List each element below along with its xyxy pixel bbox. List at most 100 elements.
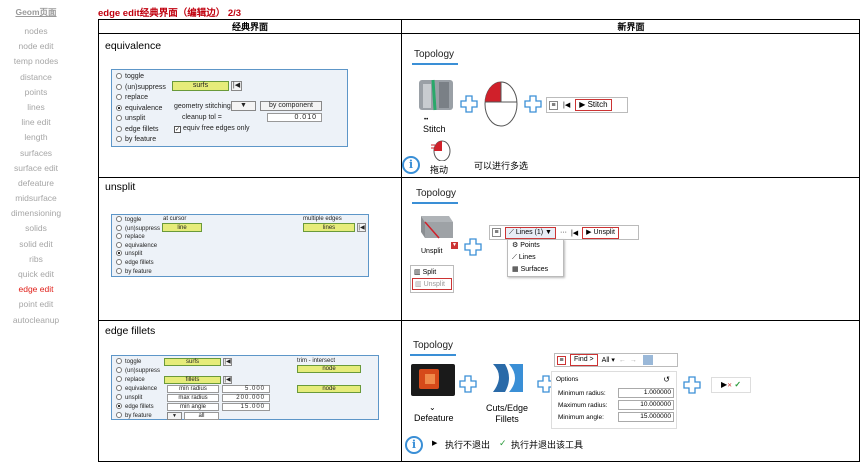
- sidebar-item-temp-nodes[interactable]: temp nodes: [13, 56, 59, 67]
- stitch-icon[interactable]: [417, 76, 457, 116]
- menu-item-surfaces[interactable]: ▦ Surfaces: [512, 266, 549, 273]
- apply-exit-icon[interactable]: ✓: [734, 380, 742, 389]
- forward-arrow-icon[interactable]: →: [629, 356, 637, 364]
- sidebar-item-node-edit[interactable]: node edit: [18, 41, 54, 52]
- radio-edge-fillets[interactable]: edge fillets: [116, 403, 154, 412]
- cuts-edge-fillets-icon[interactable]: [491, 360, 525, 398]
- menu-icon[interactable]: ≡: [549, 100, 558, 110]
- radio-equivalence[interactable]: equivalence: [116, 241, 157, 251]
- fillets-selector[interactable]: fillets: [164, 376, 221, 384]
- sidebar-item-quick-edit[interactable]: quick edit: [18, 269, 54, 279]
- min-angle-field[interactable]: 15.000: [222, 403, 270, 411]
- max-radius-button[interactable]: max radius: [167, 394, 219, 402]
- radio-replace[interactable]: replace: [116, 93, 148, 102]
- sidebar-item-ribs[interactable]: ribs: [29, 253, 43, 264]
- node-selector-2[interactable]: node: [297, 385, 361, 393]
- sidebar-item-surfaces[interactable]: surfaces: [19, 147, 53, 158]
- sidebar-item-point-edit[interactable]: point edit: [18, 299, 54, 310]
- sidebar-item-solid-edit[interactable]: solid edit: [19, 238, 53, 249]
- radio-toggle[interactable]: toggle: [116, 216, 141, 225]
- defeature-icon[interactable]: [411, 364, 455, 396]
- sidebar-title[interactable]: Geom页面: [15, 7, 57, 17]
- surfs-selector[interactable]: surfs: [164, 358, 221, 366]
- radio-equivalence[interactable]: equivalence: [116, 104, 162, 113]
- radio-by-feature[interactable]: by feature: [116, 135, 156, 144]
- sidebar-item-line-edit[interactable]: line edit: [21, 117, 51, 128]
- radio-replace[interactable]: replace: [116, 233, 145, 242]
- sidebar-item-edge-edit[interactable]: edge edit: [18, 284, 54, 295]
- min-angle-input[interactable]: 15.000000: [618, 412, 674, 422]
- by-component-button[interactable]: by component: [260, 101, 322, 111]
- split-item[interactable]: ▥ Split: [414, 269, 437, 276]
- reset-icon[interactable]: |◀: [563, 102, 571, 109]
- sidebar-item-solids[interactable]: solids: [25, 223, 47, 234]
- sidebar-item-nodes[interactable]: nodes: [24, 26, 48, 36]
- radio-replace[interactable]: replace: [116, 376, 145, 385]
- sidebar-item-dimensioning[interactable]: dimensioning: [10, 208, 62, 219]
- sidebar-item-autocleanup[interactable]: autocleanup: [12, 314, 60, 325]
- radio-label: equivalence: [125, 104, 163, 112]
- reset-icon[interactable]: |◀: [223, 358, 232, 366]
- lines-dropdown[interactable]: ⟋ Lines (1) ▼: [505, 226, 556, 239]
- stitching-dropdown[interactable]: ▼: [231, 101, 256, 111]
- max-radius-field[interactable]: 200.000: [222, 394, 270, 402]
- radio-indicator: [116, 233, 122, 240]
- unsplit-button[interactable]: ▶ Unsplit: [582, 226, 619, 239]
- find-button[interactable]: Find >: [570, 354, 598, 366]
- all-button[interactable]: all: [184, 412, 219, 420]
- unsplit-icon[interactable]: [419, 212, 455, 242]
- chevron-down-icon[interactable]: ⌄: [429, 403, 436, 412]
- surfs-selector[interactable]: surfs: [172, 81, 229, 91]
- radio-by-feature[interactable]: by feature: [116, 412, 152, 421]
- menu-icon[interactable]: ≡: [557, 355, 566, 365]
- min-radius-button[interactable]: min radius: [167, 385, 219, 393]
- radio-unsplit[interactable]: unsplit: [116, 394, 142, 403]
- stitch-button[interactable]: ▶ Stitch: [575, 99, 612, 111]
- radio-edge-fillets[interactable]: edge fillets: [116, 125, 158, 134]
- apply-stay-icon[interactable]: ▶✕: [720, 380, 733, 389]
- min-radius-input[interactable]: 1.000000: [618, 388, 674, 398]
- menu-item-points[interactable]: ⚙ Points: [512, 242, 540, 249]
- reset-icon[interactable]: |◀: [223, 376, 232, 384]
- all-dropdown-arrow[interactable]: ▼: [167, 412, 182, 420]
- sidebar-item-lines[interactable]: lines: [27, 101, 45, 112]
- radio-toggle[interactable]: toggle: [116, 72, 144, 81]
- max-radius-input[interactable]: 10.000000: [618, 400, 674, 410]
- reset-icon[interactable]: |◀: [231, 81, 242, 91]
- back-arrow-icon[interactable]: ←: [618, 356, 626, 364]
- line-selector[interactable]: line: [162, 223, 202, 232]
- sidebar-item-length[interactable]: length: [24, 132, 48, 143]
- unsplit-item[interactable]: ▥ Unsplit: [412, 278, 452, 290]
- equiv-free-checkbox[interactable]: ✓equiv free edges only: [174, 124, 250, 133]
- sidebar-item-surface-edit[interactable]: surface edit: [14, 162, 58, 173]
- radio-equivalence[interactable]: equivalence: [116, 385, 157, 394]
- min-angle-button[interactable]: min angle: [167, 403, 219, 411]
- sidebar-item-midsurface[interactable]: midsurface: [15, 193, 57, 204]
- cleanup-tol-field[interactable]: 0.010: [267, 113, 322, 122]
- view-icon[interactable]: [642, 355, 653, 365]
- reset-icon[interactable]: |◀: [570, 229, 579, 237]
- radio-unsplit[interactable]: unsplit: [116, 114, 145, 123]
- radio-by-feature[interactable]: by feature: [116, 267, 152, 277]
- radio--un-suppress[interactable]: (un)suppress: [116, 367, 160, 376]
- menu-icon[interactable]: ≡: [492, 228, 501, 237]
- menu-item-lines[interactable]: ⟋ Lines: [512, 254, 536, 261]
- radio-toggle[interactable]: toggle: [116, 358, 141, 367]
- more-icon[interactable]: ···: [559, 229, 567, 236]
- sidebar-item-points[interactable]: points: [24, 86, 48, 97]
- radio--un-suppress[interactable]: (un)suppress: [116, 224, 160, 234]
- dropdown-arrow-icon[interactable]: ▼: [451, 242, 458, 249]
- radio--un-suppress[interactable]: (un)suppress: [116, 83, 166, 92]
- stitch-label: Stitch: [423, 124, 446, 134]
- lines-selector[interactable]: lines: [303, 223, 355, 232]
- reset-icon[interactable]: |◀: [357, 223, 366, 232]
- node-selector-1[interactable]: node: [297, 365, 361, 373]
- sidebar-item-defeature[interactable]: defeature: [18, 177, 54, 188]
- all-dropdown[interactable]: All ▾: [601, 357, 615, 364]
- radio-unsplit[interactable]: unsplit: [116, 250, 142, 259]
- sidebar-item-distance[interactable]: distance: [20, 71, 52, 82]
- radio-edge-fillets[interactable]: edge fillets: [116, 259, 154, 268]
- multiselect-note: 可以进行多选: [474, 161, 529, 171]
- reset-icon[interactable]: ↺: [663, 375, 670, 384]
- min-radius-field[interactable]: 5.000: [222, 385, 270, 393]
